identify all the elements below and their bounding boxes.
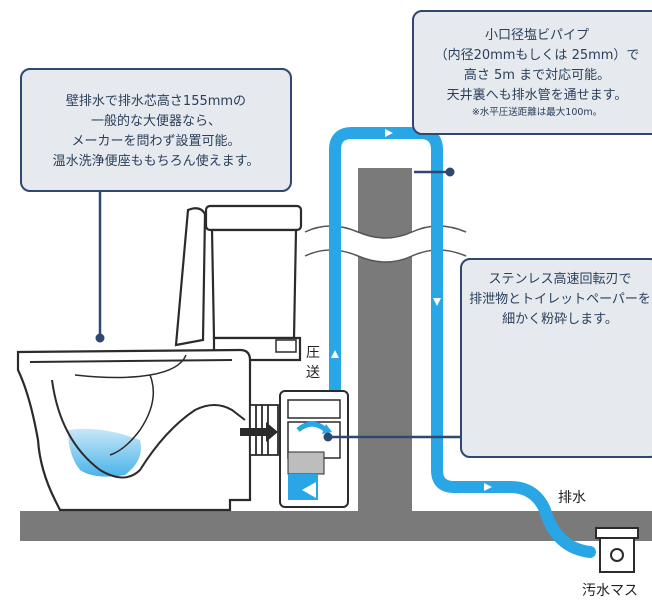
bowl-water — [68, 428, 141, 477]
toilet-lid — [174, 207, 207, 347]
toilet-bowl — [16, 348, 252, 512]
blade-callout: ステンレス高速回転刃で 排泄物とトイレットペーパーを 細かく粉砕します。 — [460, 258, 652, 458]
wall-break — [305, 226, 466, 262]
callout-line: ステンレス高速回転刃で — [488, 272, 632, 287]
drain-label: 排水 — [558, 490, 586, 506]
rotation-icon — [296, 421, 328, 432]
pipe-callout: 小口径塩ビパイプ （内径20mmもしくは 25mm）で 高さ 5m まで対応可能… — [412, 10, 652, 135]
callout-line: 温水洗浄便座ももちろん使えます。 — [52, 154, 260, 169]
callout-line: 天井裏へも排水管を通せます。 — [446, 88, 628, 103]
toilet-trap — [51, 379, 246, 479]
pressure-label-2: 送 — [306, 365, 320, 381]
callout-line: 一般的な大便器なら、 — [90, 114, 221, 129]
toilet-tank — [204, 204, 303, 232]
leader-lines — [98, 170, 462, 439]
callout-line: 排泄物とトイレットペーパーを — [469, 292, 651, 307]
toilet-callout: 壁排水で排水芯高さ155mmの 一般的な大便器なら、 メーカーを問わず設置可能。… — [20, 68, 292, 192]
sewer-box-label: 汚水マス — [582, 583, 638, 599]
pressure-label-1: 圧 — [306, 345, 320, 361]
callout-line: 小口径塩ビパイプ — [484, 28, 589, 43]
callout-line: 細かく粉砕します。 — [502, 312, 618, 327]
sewer-box — [595, 527, 639, 573]
wall — [358, 168, 412, 513]
callout-note: ※水平圧送距離は最大100m。 — [471, 107, 603, 118]
callout-line: 高さ 5m まで対応可能。 — [463, 68, 611, 83]
callout-line: （内径20mmもしくは 25mm）で — [434, 48, 640, 63]
motor-block — [287, 451, 325, 475]
callout-line: 壁排水で排水芯高さ155mmの — [65, 94, 247, 109]
callout-line: メーカーを問わず設置可能。 — [71, 134, 241, 149]
inlet-arrow — [240, 422, 278, 442]
